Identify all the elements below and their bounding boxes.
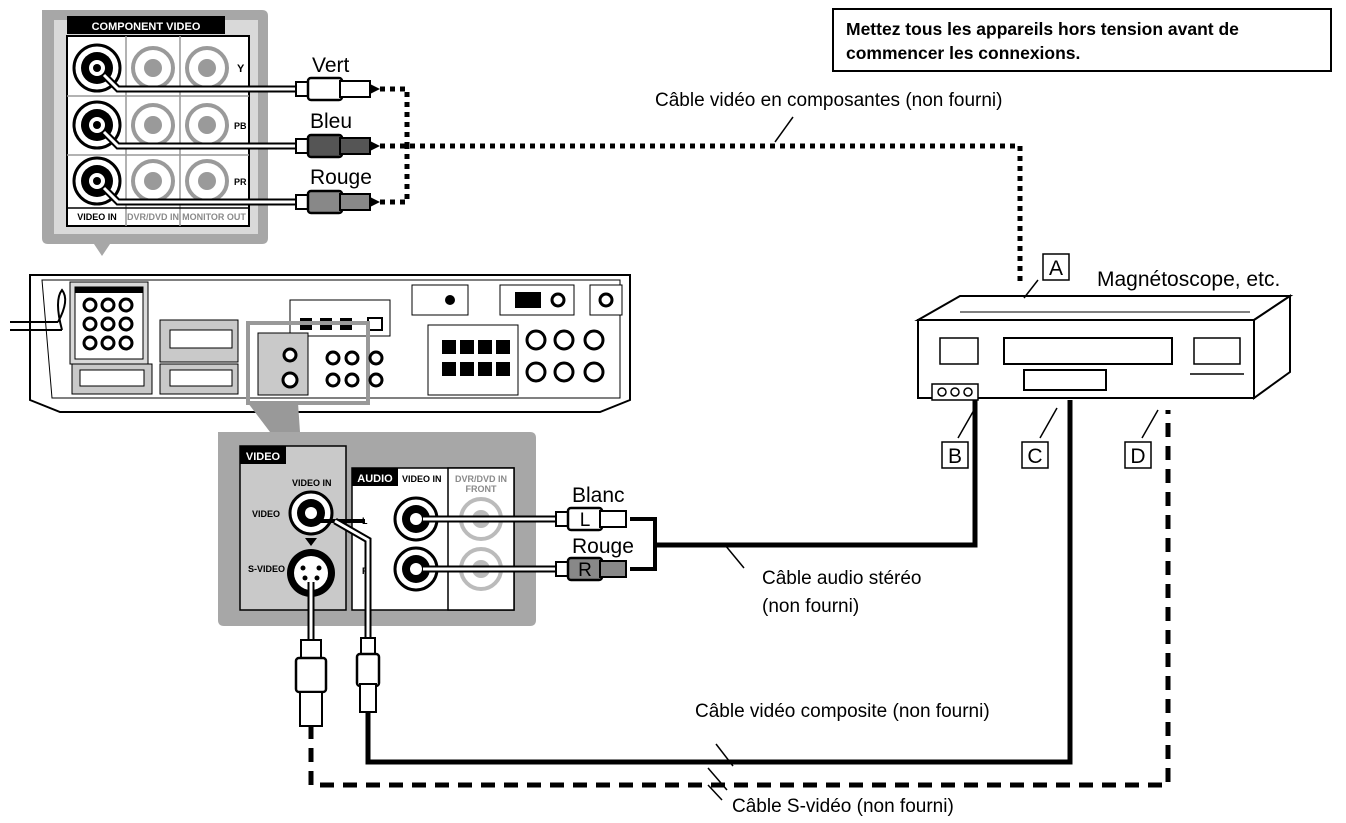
label-letter-b: B [941,441,969,469]
audio-jack-r [393,546,439,592]
plug-label-rouge: Rouge [310,166,372,189]
row-label-pb: PB [234,121,247,131]
svg-text:D: D [1130,445,1145,468]
composite-plug [355,637,381,713]
audio-dvr-dvd-label: DVR/DVD IN [455,474,507,484]
video-panel-title: VIDEO [246,451,281,463]
svg-text:A: A [1049,257,1063,280]
audio-plug-red: R [555,556,627,582]
component-cable-dotted [380,86,1023,284]
vcr-device [914,294,1294,401]
component-cable-wires [101,72,300,206]
label-letter-c: C [1021,441,1049,469]
rca-plug-blue [295,133,380,159]
component-video-callout: COMPONENT VIDEO Y [42,10,268,256]
audio-label-blanc: Blanc [572,484,625,507]
audio-plug-l: L [580,510,591,531]
composite-cable-label: Câble vidéo composite (non fourni) [695,701,990,722]
label-monitor-out: MONITOR OUT [182,212,246,222]
label-video-in: VIDEO IN [77,212,117,222]
audio-plug-r: R [578,560,592,581]
composite-cable [311,400,1073,765]
component-panel-title: COMPONENT VIDEO [92,21,201,33]
label-letter-d: D [1124,441,1152,469]
video-jack [288,490,334,536]
stereo-cable-label-1: Câble audio stéréo [762,568,922,589]
s-video-label: S-VIDEO [248,564,285,574]
rca-plug-red [295,189,380,215]
audio-plug-white: L [555,506,627,532]
svg-text:C: C [1027,445,1042,468]
s-video-jack [287,549,335,597]
row-label-y: Y [237,63,245,75]
plug-label-bleu: Bleu [310,110,352,133]
rca-plug-green [295,76,380,102]
vcr-label: Magnétoscope, etc. [1097,268,1280,291]
s-video-cable-label: Câble S-vidéo (non fourni) [732,796,954,817]
audio-front-label: FRONT [466,484,497,494]
plug-label-vert: Vert [312,54,350,77]
video-label: VIDEO [252,509,280,519]
s-video-plug [294,639,328,727]
audio-cable-wires [423,400,978,573]
audio-panel-title: AUDIO [357,473,393,485]
stereo-cable-label-2: (non fourni) [762,596,859,617]
s-video-cable-line [307,410,1171,788]
audio-label-rouge: Rouge [572,535,634,558]
audio-video-in-label: VIDEO IN [402,474,442,484]
video-in-label: VIDEO IN [292,478,332,488]
receiver-rear-panel [10,274,631,432]
svg-text:B: B [948,445,962,468]
warning-text: Mettez tous les appareils hors tension a… [846,19,1239,63]
row-label-pr: PR [234,177,247,187]
label-letter-a: A [1042,253,1070,281]
warning-box: Mettez tous les appareils hors tension a… [832,8,1332,72]
label-dvr-dvd-in: DVR/DVD IN [127,212,179,222]
video-audio-callout: VIDEO VIDEO IN VIDEO S-VIDEO AUDIO VIDEO… [218,432,536,626]
component-cable-label: Câble vidéo en composantes (non fourni) [655,90,1002,111]
